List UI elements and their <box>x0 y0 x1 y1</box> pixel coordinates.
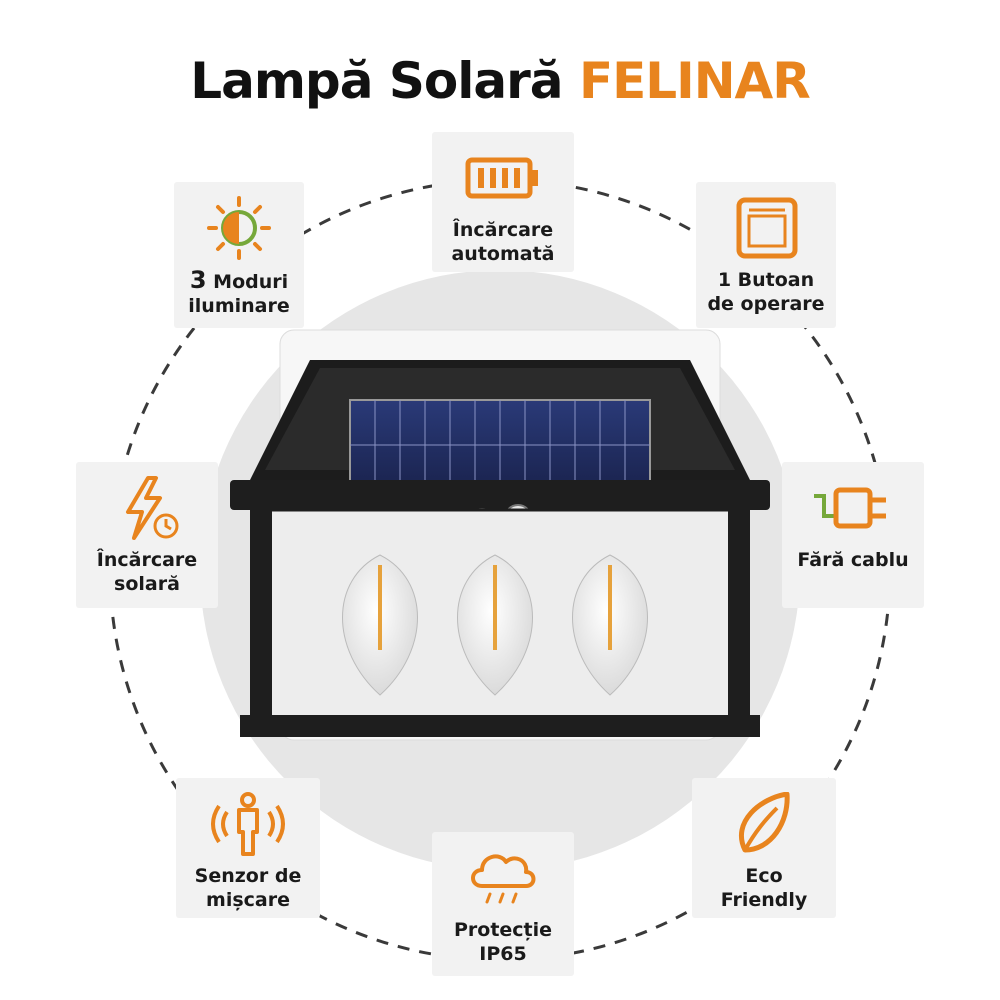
button-panel-icon <box>736 197 798 259</box>
title-main: Lampă Solară <box>190 52 563 110</box>
rain-cloud-icon <box>471 854 536 904</box>
page-title: Lampă Solară FELINAR <box>0 52 1000 110</box>
bulbs <box>342 554 648 696</box>
feature-label: Fără cablu <box>797 549 909 571</box>
plug-icon <box>814 487 886 529</box>
bolt-clock-icon <box>126 476 179 540</box>
solar-lamp-image <box>230 329 770 741</box>
battery-icon <box>465 157 538 199</box>
leaf-icon <box>739 792 790 853</box>
motion-sensor-icon <box>211 792 285 856</box>
sun-half-icon <box>207 196 271 260</box>
feature-no-cable: Fără cablu <box>782 462 924 608</box>
title-accent: FELINAR <box>578 52 811 110</box>
